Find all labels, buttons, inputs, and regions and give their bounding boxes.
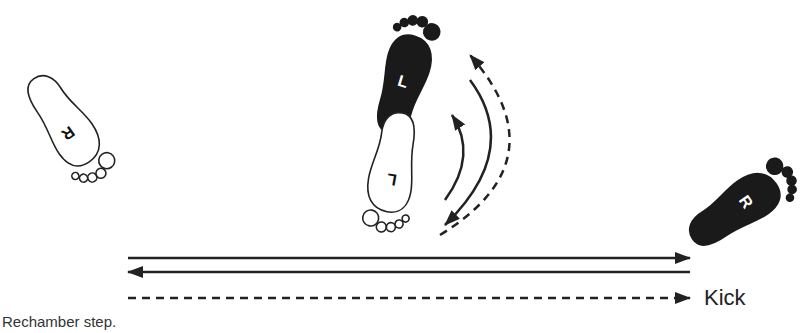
- foot-letter: R: [736, 193, 756, 212]
- foot-letter: L: [386, 170, 398, 187]
- movement-arrow: [445, 80, 491, 225]
- caption: Rechamber step.: [2, 314, 116, 331]
- footprint: R: [690, 150, 802, 250]
- foot-letter: R: [59, 123, 78, 143]
- right-footprint: [680, 152, 806, 260]
- right-footprint: [13, 66, 121, 192]
- movement-arrow: [445, 115, 463, 200]
- left-footprint: [360, 109, 427, 236]
- footprint: R: [8, 55, 128, 310]
- movement-arrow: [128, 271, 690, 274]
- dashed-arrow: [440, 55, 510, 235]
- footprint: L: [345, 12, 470, 115]
- footprint: L: [358, 115, 445, 235]
- movement-arrow: [128, 257, 690, 260]
- kick-label: Kick: [704, 286, 746, 310]
- foot-letter: L: [396, 73, 410, 91]
- dashed-arrow: [128, 297, 690, 300]
